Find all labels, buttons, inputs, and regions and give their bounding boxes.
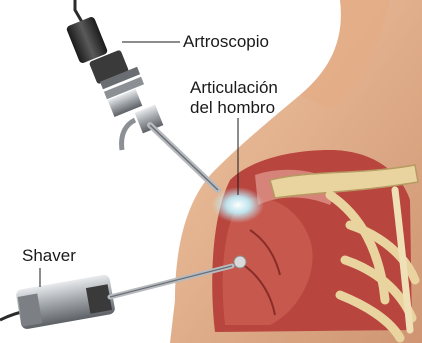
arthroscope-label: Artroscopio [183, 32, 269, 52]
shoulder-joint-label-line1: Articulación [190, 78, 278, 98]
shoulder-joint-label-line2: del hombro [190, 98, 278, 118]
shaver-label: Shaver [22, 246, 76, 266]
shoulder-joint-label: Articulación del hombro [190, 78, 278, 118]
